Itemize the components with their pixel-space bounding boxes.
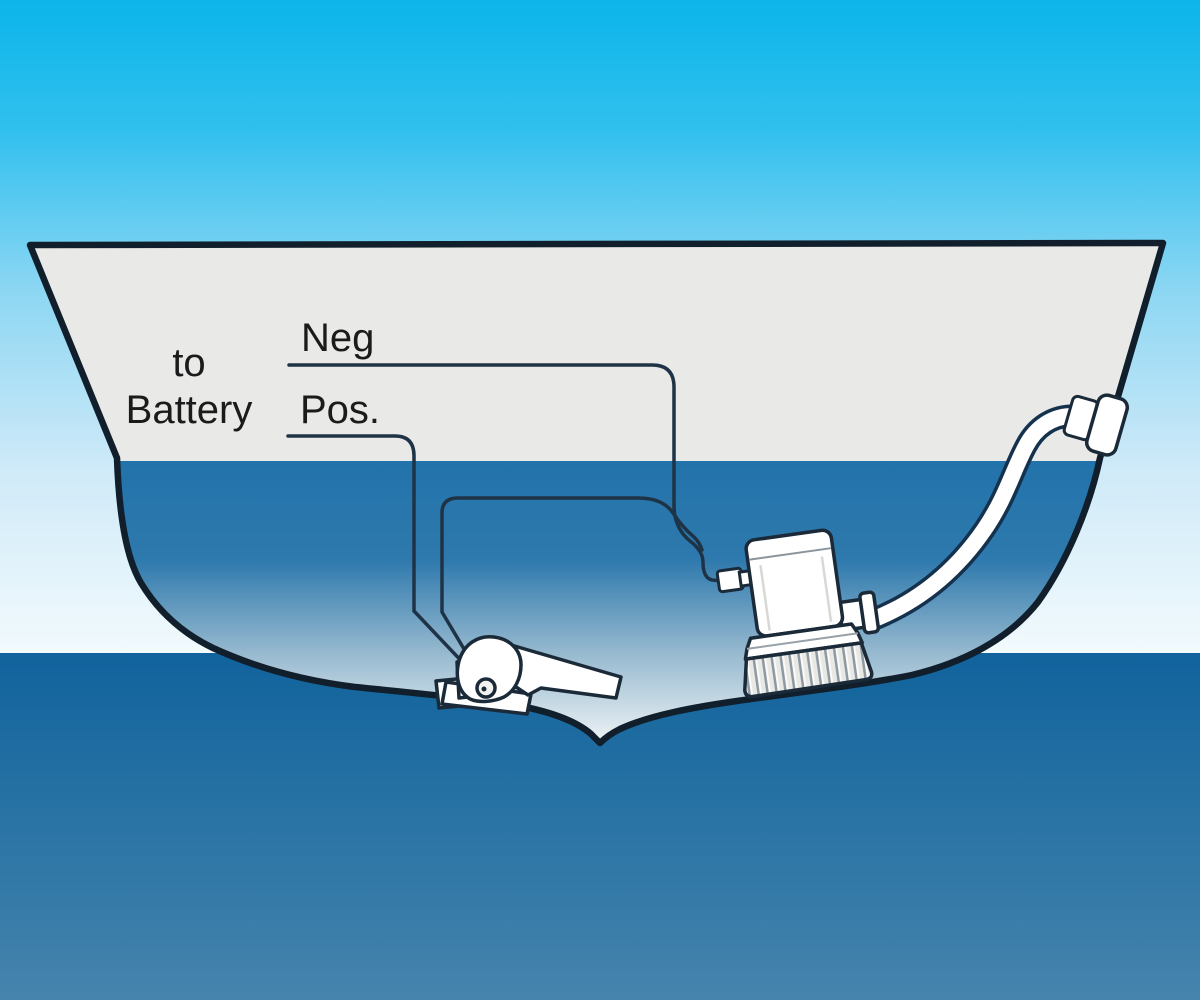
float-switch: [434, 635, 623, 716]
pump-outlet-collar: [858, 590, 881, 635]
wire-terminal-pin: [481, 686, 487, 692]
bilge-pump: [715, 528, 881, 699]
pump-flange-ridge: [746, 632, 859, 650]
thru-hull-fitting: [1084, 393, 1130, 457]
discharge-hose: [867, 404, 1087, 631]
neg-label: Neg: [301, 316, 374, 360]
pump-body-seams: [759, 556, 833, 631]
pump-strainer: [743, 641, 874, 699]
float-switch-body: [455, 635, 523, 704]
switch-to-pump-wire: [440, 496, 704, 688]
pump-body: [744, 528, 845, 638]
hose-body: [869, 408, 1087, 628]
pump-lid-seam: [749, 547, 831, 561]
positive-battery-wire: [286, 434, 488, 689]
pos-label: Pos.: [300, 388, 380, 432]
wiring: [286, 363, 724, 689]
battery-label-line2: Battery: [126, 388, 253, 432]
battery-label-line1: to: [172, 341, 205, 385]
negative-battery-wire: [287, 363, 724, 583]
